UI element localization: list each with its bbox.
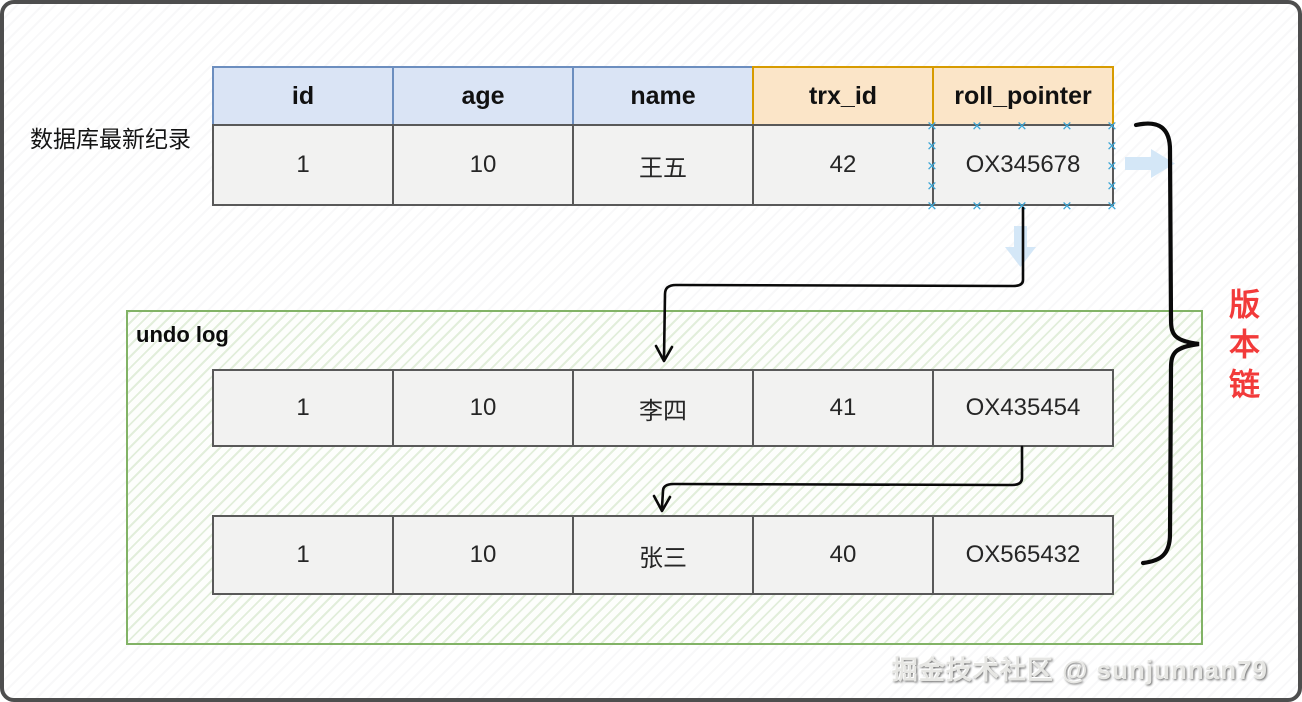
version-chain-label: 版本链 [1224, 288, 1259, 408]
undo1-cell-roll-pointer: OX435454 [932, 369, 1114, 447]
undo1-cell-name: 李四 [572, 369, 754, 447]
undo1-cell-trx-id: 41 [752, 369, 934, 447]
selection-x-icon: ✕ [1106, 198, 1118, 214]
latest-cell-age: 10 [392, 124, 574, 206]
header-cell-roll-pointer: roll_pointer [932, 66, 1114, 126]
latest-record-row: 1 10 王五 42 OX345678 [212, 124, 1114, 206]
latest-cell-id: 1 [212, 124, 394, 206]
selection-x-icon: ✕ [1106, 158, 1118, 174]
header-cell-name: name [572, 66, 754, 126]
latest-cell-name: 王五 [572, 124, 754, 206]
selection-x-icon: ✕ [926, 118, 938, 134]
selection-x-icon: ✕ [1016, 118, 1028, 134]
undo2-cell-roll-pointer: OX565432 [932, 515, 1114, 595]
selection-x-icon: ✕ [926, 158, 938, 174]
lightblue-right-arrow-icon [1125, 149, 1175, 178]
latest-cell-roll-pointer: OX345678 [932, 124, 1114, 206]
selection-x-icon: ✕ [1106, 118, 1118, 134]
undo1-cell-id: 1 [212, 369, 394, 447]
header-cell-id: id [212, 66, 394, 126]
selection-x-icon: ✕ [1016, 198, 1028, 214]
table-header-row: id age name trx_id roll_pointer [212, 66, 1114, 126]
selection-x-icon: ✕ [971, 118, 983, 134]
selection-x-icon: ✕ [971, 198, 983, 214]
undo2-cell-trx-id: 40 [752, 515, 934, 595]
watermark-text: 掘金技术社区 @ sunjunnan79 [891, 655, 1268, 685]
latest-record-label: 数据库最新纪录 [30, 126, 191, 152]
lightblue-down-arrow-icon [1005, 226, 1036, 267]
selection-x-icon: ✕ [1061, 118, 1073, 134]
selection-x-icon: ✕ [926, 198, 938, 214]
selection-x-icon: ✕ [926, 138, 938, 154]
undo1-cell-age: 10 [392, 369, 574, 447]
header-cell-age: age [392, 66, 574, 126]
selection-x-icon: ✕ [1106, 138, 1118, 154]
selection-x-icon: ✕ [1061, 198, 1073, 214]
undo-row-2: 1 10 张三 40 OX565432 [212, 515, 1114, 595]
undo2-cell-name: 张三 [572, 515, 754, 595]
header-cell-trx-id: trx_id [752, 66, 934, 126]
undo-row-1: 1 10 李四 41 OX435454 [212, 369, 1114, 447]
undo2-cell-id: 1 [212, 515, 394, 595]
selection-x-icon: ✕ [1106, 178, 1118, 194]
undo-log-label: undo log [136, 322, 229, 347]
undo2-cell-age: 10 [392, 515, 574, 595]
selection-x-icon: ✕ [926, 178, 938, 194]
latest-cell-trx-id: 42 [752, 124, 934, 206]
